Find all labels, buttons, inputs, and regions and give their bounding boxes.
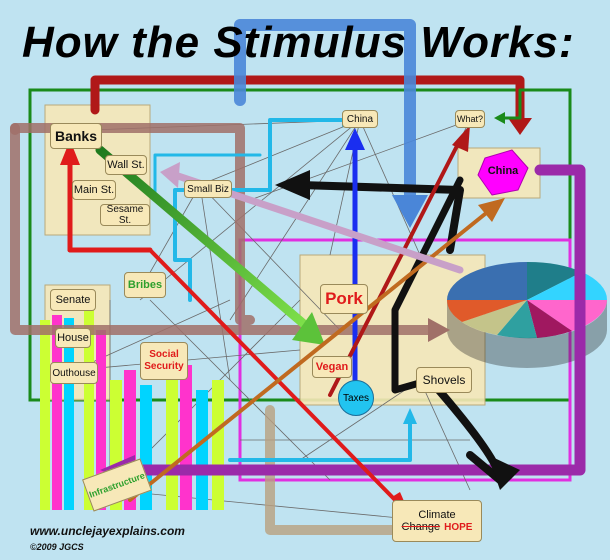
china-top-node: China bbox=[342, 110, 378, 128]
vegan-node: Vegan bbox=[312, 356, 352, 378]
taxes-circle: Taxes bbox=[338, 380, 374, 416]
house-node: House bbox=[55, 328, 91, 348]
page-title: How the Stimulus Works: bbox=[22, 18, 575, 67]
pie-chart bbox=[447, 261, 608, 368]
big-arrows bbox=[10, 19, 586, 535]
change-label: Change bbox=[401, 521, 441, 533]
climate-label: Climate bbox=[418, 509, 456, 521]
outhouse-node: Outhouse bbox=[50, 362, 98, 384]
footer-copyright: ©2009 JGCS bbox=[30, 542, 84, 552]
small-biz-node: Small Biz bbox=[184, 180, 232, 198]
banks-node: Banks bbox=[50, 123, 102, 149]
shovels-node: Shovels bbox=[416, 367, 472, 393]
social-security-node: Social Security bbox=[140, 342, 188, 380]
senate-node: Senate bbox=[50, 289, 96, 311]
footer-url: www.unclejayexplains.com bbox=[30, 524, 185, 538]
hope-label: HOPE bbox=[444, 521, 473, 533]
wall-st-node: Wall St. bbox=[105, 155, 147, 175]
what-node: What? bbox=[455, 110, 485, 128]
sesame-st-node: Sesame St. bbox=[100, 204, 150, 226]
main-st-node: Main St. bbox=[72, 180, 116, 200]
climate-node: Climate Change HOPE bbox=[392, 500, 482, 542]
china-hexagon bbox=[477, 149, 529, 196]
bribes-node: Bribes bbox=[124, 272, 166, 298]
china-hex-label: China bbox=[487, 165, 519, 177]
pork-node: Pork bbox=[320, 284, 368, 314]
